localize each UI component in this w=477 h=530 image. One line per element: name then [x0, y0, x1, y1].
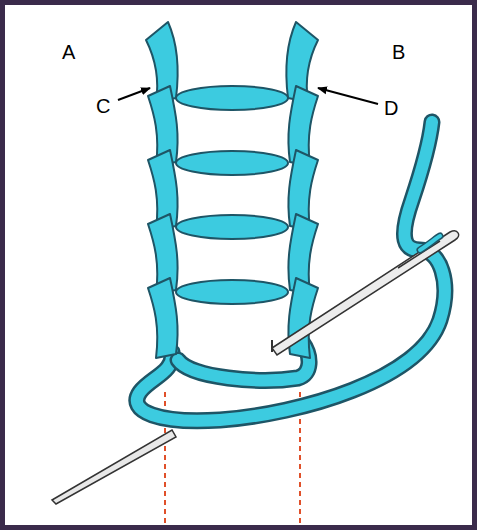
twisted-thread-column — [146, 22, 318, 358]
point-label: D — [384, 98, 398, 118]
point-label: C — [96, 96, 110, 116]
thread-rung — [176, 86, 288, 304]
leader-arrow — [318, 88, 378, 104]
leader-arrow — [118, 88, 150, 100]
point-label: B — [392, 42, 405, 62]
needle — [272, 231, 459, 355]
point-label: A — [62, 42, 75, 62]
needle — [52, 430, 176, 504]
